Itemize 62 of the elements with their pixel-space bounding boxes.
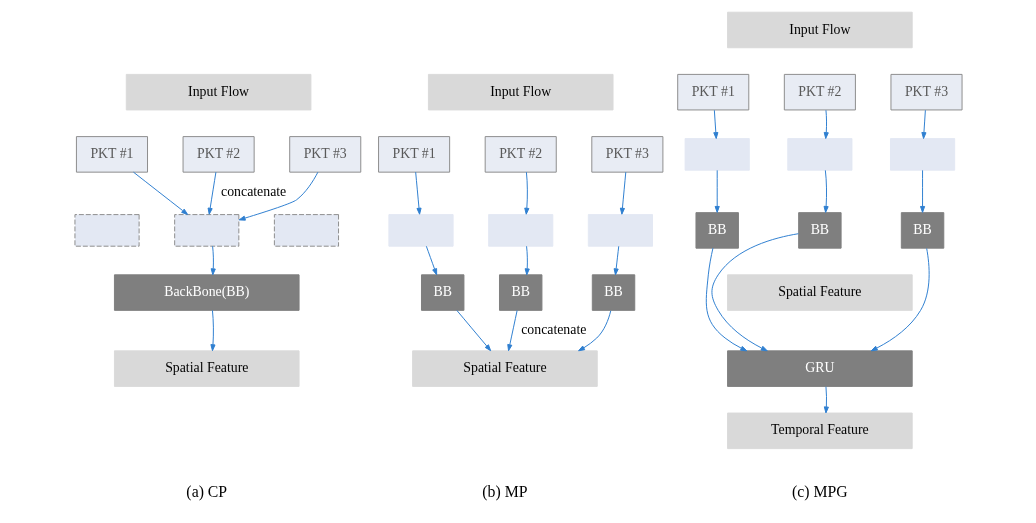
label: (b) MP [481,482,527,500]
arrow [705,247,747,352]
label: (a) CP [185,482,227,500]
node-box: BB [694,212,739,249]
node-box [73,214,140,247]
node-box: Temporal Feature [726,412,913,450]
arrow [207,171,216,215]
node-box [684,138,750,171]
edge-label: concatenate [520,322,586,338]
node-box: Spatial Feature [411,350,598,387]
node-box: PKT #2 [484,136,557,173]
node-box: BB [797,212,842,249]
node-box: PKT #2 [783,73,856,111]
arrow [524,245,530,276]
node-box: PKT #3 [889,73,963,111]
node-box: BB [591,274,635,311]
node-box: Input Flow [427,73,614,111]
arrow [523,171,529,215]
node-box: Spatial Feature [113,350,300,387]
node-box: BB [900,212,944,249]
arrow [506,309,518,352]
node-box: BB [420,274,464,311]
arrow [919,169,925,213]
arrow [132,171,188,215]
node-box: Input Flow [125,73,311,111]
node-box: PKT #1 [75,136,148,173]
node-box: GRU [726,350,913,387]
node-box [173,214,239,247]
arrow [710,233,799,352]
node-box: Spatial Feature [726,274,913,311]
node-box: PKT #3 [288,136,361,173]
arrow [209,309,216,352]
arrow [455,309,491,352]
arrow [870,247,930,352]
node-box [889,138,955,171]
node-box [587,214,653,247]
arrow [823,109,829,139]
arrow [823,386,829,414]
arrow [619,171,626,215]
node-box [387,214,454,247]
arrow [414,171,422,215]
arrow [425,245,437,276]
node-box: PKT #1 [676,73,749,111]
node-box [273,214,339,247]
arrow [577,310,611,352]
arrow [920,109,926,139]
node-box [786,138,852,171]
edge-label: concatenate [220,184,286,200]
node-box: PKT #3 [590,136,663,173]
arrow [714,169,720,213]
node-box: BackBone(BB) [113,274,300,311]
node-box: Input Flow [726,11,913,49]
label: (c) MPG [791,482,848,500]
arrow [210,245,216,276]
arrow [613,245,619,276]
arrow [238,171,318,221]
arrow [823,169,829,213]
node-box [487,214,553,247]
arrow [712,109,718,139]
node-box: PKT #1 [377,136,450,173]
node-box: BB [498,274,542,311]
node-box: PKT #2 [182,136,255,173]
